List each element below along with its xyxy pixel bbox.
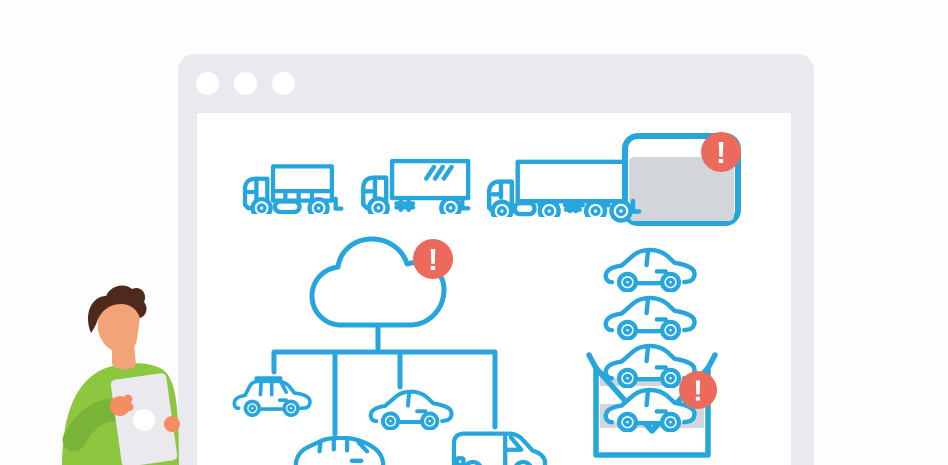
network-connector-lines [271,322,498,437]
person-face [97,297,141,353]
alert-exclamation: ! [428,242,438,277]
person-with-tablet [62,285,180,465]
person-hand [110,394,134,416]
truck-rear-bumper [630,198,642,214]
minivan-icon [296,438,383,465]
cargo-van-icon [454,434,545,465]
alert-exclamation: ! [693,376,703,408]
vehicle-list: ! [586,250,718,458]
sedan-icon [606,250,695,291]
card-gray-body [629,157,734,221]
alert-badge: ! [679,371,717,409]
alert-badge: ! [413,239,453,279]
tablet-logo [133,409,155,431]
box-truck-icon [245,166,341,217]
cloud-network: ! [232,236,545,465]
person-hair [87,285,147,333]
box-truck-windshield-icon [363,161,468,217]
blank-panel-card: ! [609,132,741,226]
sedan-icon [371,392,452,429]
window-control-dot [196,72,219,95]
person-far-hand [164,416,180,432]
sedan-icon [606,298,695,339]
envelope-icon [586,352,718,458]
window-control-dot [272,72,295,95]
suv-icon [232,376,312,417]
trucks-row [245,161,634,220]
alert-exclamation: ! [716,135,726,170]
alert-badge: ! [701,132,741,172]
window-control-dot [234,72,257,95]
cloud-icon [309,236,447,328]
